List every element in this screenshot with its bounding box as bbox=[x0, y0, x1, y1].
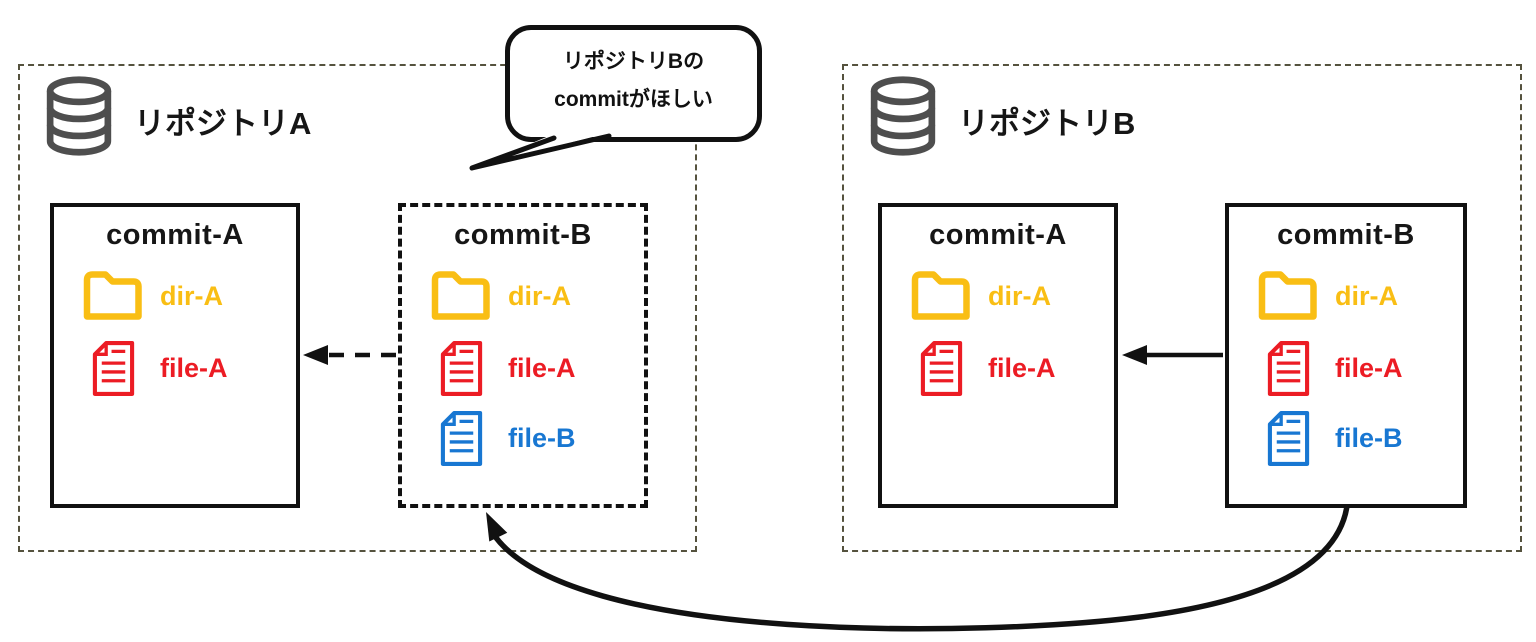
file-icon-red bbox=[1255, 340, 1321, 397]
database-icon bbox=[42, 76, 116, 156]
dir-label: dir-A bbox=[988, 280, 1051, 311]
speech-bubble-line1: リポジトリBの bbox=[562, 50, 705, 73]
dir-label: dir-A bbox=[1335, 280, 1398, 311]
speech-bubble-line2: commitがほしい bbox=[554, 88, 713, 111]
folder-icon bbox=[428, 270, 494, 322]
file-icon-blue bbox=[428, 410, 494, 467]
dir-entry: dir-A bbox=[428, 265, 571, 327]
file-label: file-A bbox=[1335, 352, 1403, 383]
file-entry: file-A bbox=[1255, 337, 1403, 399]
file-icon-blue bbox=[1255, 410, 1321, 467]
repo-b-commit-a-box: commit-A dir-A file-A bbox=[878, 203, 1118, 508]
repo-b-commit-b-box: commit-B dir-A file-A file-B bbox=[1225, 203, 1467, 508]
dir-label: dir-A bbox=[508, 280, 571, 311]
database-icon bbox=[866, 76, 940, 156]
file-label: file-A bbox=[160, 352, 228, 383]
dir-label: dir-A bbox=[160, 280, 223, 311]
file-label: file-A bbox=[508, 352, 576, 383]
repository-a-container: リポジトリA bbox=[18, 64, 697, 552]
commit-title: commit-A bbox=[106, 219, 244, 251]
repository-b-label: リポジトリB bbox=[958, 106, 1136, 141]
file-entry: file-A bbox=[428, 337, 576, 399]
repo-a-commit-b-box: commit-B dir-A file-A file-B bbox=[398, 203, 648, 508]
folder-icon bbox=[908, 270, 974, 322]
file-icon-red bbox=[428, 340, 494, 397]
file-icon-red bbox=[908, 340, 974, 397]
dir-entry: dir-A bbox=[908, 265, 1051, 327]
file-icon-red bbox=[80, 340, 146, 397]
file-entry: file-B bbox=[1255, 407, 1403, 469]
repository-a-label: リポジトリA bbox=[134, 106, 312, 141]
file-entry: file-A bbox=[80, 337, 228, 399]
file-entry: file-B bbox=[428, 407, 576, 469]
dir-entry: dir-A bbox=[80, 265, 223, 327]
commit-title: commit-B bbox=[1277, 219, 1415, 251]
file-label: file-B bbox=[1335, 422, 1403, 453]
folder-icon bbox=[1255, 270, 1321, 322]
commit-title: commit-A bbox=[929, 219, 1067, 251]
commit-title: commit-B bbox=[454, 219, 592, 251]
dir-entry: dir-A bbox=[1255, 265, 1398, 327]
file-label: file-B bbox=[508, 422, 576, 453]
speech-bubble: リポジトリBの commitがほしい bbox=[505, 25, 762, 142]
repo-a-commit-a-box: commit-A dir-A file-A bbox=[50, 203, 300, 508]
folder-icon bbox=[80, 270, 146, 322]
file-entry: file-A bbox=[908, 337, 1056, 399]
file-label: file-A bbox=[988, 352, 1056, 383]
